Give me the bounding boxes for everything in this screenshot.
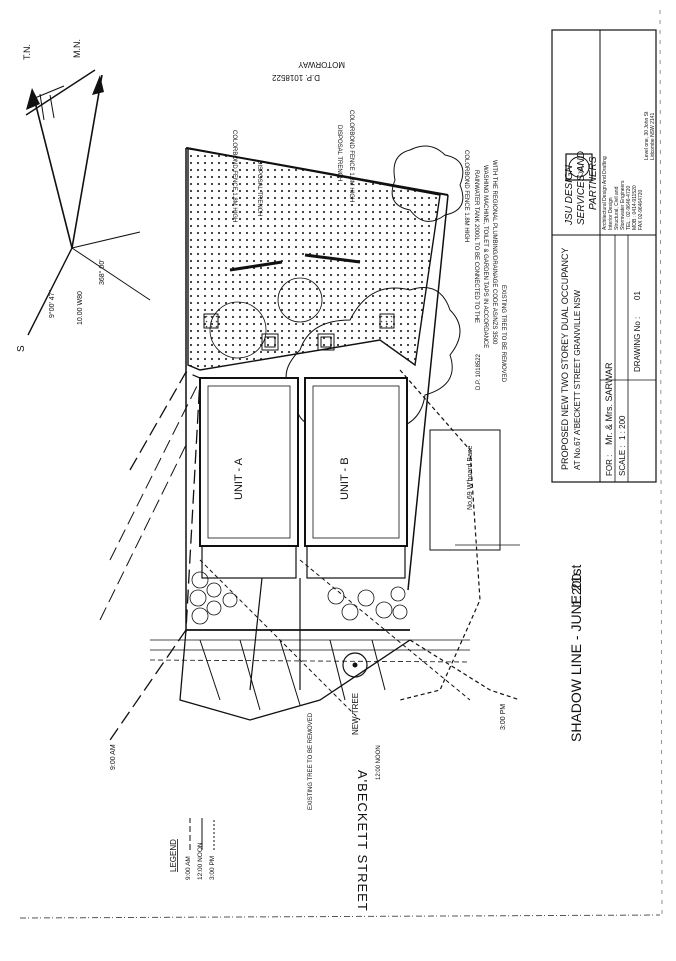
- neighbour-label: No.69 W'board Base: [467, 446, 474, 510]
- shadow-9am: [109, 371, 201, 741]
- street-name: A'BECKETT STREET: [355, 770, 370, 912]
- new-tree: NEW TREE: [342, 652, 368, 735]
- firm-service-3: Structural, Civil and: [614, 186, 620, 230]
- legend-item-noon: 12:00 NOON: [197, 842, 204, 880]
- firm-logo-icon: JSU: [565, 153, 593, 181]
- bearing-3: 368° 00': [98, 259, 106, 285]
- trench-note-1: DISPOSAL TRENCH: [256, 160, 262, 216]
- legend-item-9am: 9:00 AM: [185, 856, 192, 880]
- client-name: Mr. & Mrs. SARWAR: [604, 362, 614, 445]
- shadow-noon: [179, 629, 411, 721]
- shadow-lines: [99, 369, 521, 741]
- firm-fax: FAX 02-96464720: [638, 189, 644, 230]
- firm-service-4: Stormwater Engineers: [620, 180, 626, 230]
- unit-b-label: UNIT - B: [339, 457, 351, 500]
- rainwater-note-3: WITH THE REGIONAL PLUMBING/DRAINAGE CODE…: [491, 160, 497, 345]
- lot-motorway: MOTORWAY: [298, 60, 345, 69]
- shadow-title: SHADOW LINE - JUNE 21st 1:200: [568, 565, 584, 742]
- true-north-label: T.N.: [22, 44, 32, 60]
- firm-address-1: Level one, 30 John St: [644, 111, 650, 160]
- tree-remove-note-right: EXISTING TREE TO BE REMOVED: [500, 285, 506, 383]
- scale-value: 1 : 200: [618, 415, 627, 440]
- shadow-3pm: [409, 639, 521, 701]
- noon-note: 12:00 NOON: [376, 745, 382, 780]
- unit-a-label: UNIT - A: [233, 457, 245, 500]
- shadow-title-text: SHADOW LINE - JUNE 21st: [568, 565, 584, 742]
- sun-900-label: 9:00 AM: [110, 744, 117, 770]
- legend-item-3pm: 3:00 PM: [209, 856, 216, 880]
- firm-service-1: Architectural Design And Drafting: [602, 156, 608, 230]
- for-label: FOR :: [605, 455, 614, 476]
- unit-a-footprint: [199, 377, 299, 547]
- south-label: S: [16, 345, 27, 352]
- fence-note-3: COLORBOND FENCE 1.8M HIGH: [463, 150, 469, 242]
- title-block: PROPOSED NEW TWO STOREY DUAL OCCUPANCY A…: [551, 29, 657, 483]
- new-tree-label: NEW TREE: [351, 693, 360, 735]
- rainwater-note-2: WASHING MACHINE, TOILET & GARDEN TAPS IN…: [482, 165, 488, 348]
- lot-dp-number: D.P. 1018522: [272, 73, 320, 82]
- legend-heading: LEGEND: [169, 839, 178, 872]
- fence-note-2: COLORBOND FENCE 1.8M HIGH: [348, 110, 354, 202]
- scale-label: SCALE :: [618, 445, 627, 476]
- project-line-2: AT No.67 A'BECKETT STREET GRANVILLE NSW: [573, 289, 582, 470]
- annotations: COLORBOND FENCE 1.8M HIGH DISPOSAL TRENC…: [110, 110, 507, 810]
- firm-mob: MOB : 0414-911520: [632, 185, 638, 230]
- rainwater-note-1: RAINWATER TANK 2000L TO BE CONNECTED TO …: [473, 170, 479, 323]
- fence-note-1: COLORBOND FENCE 1.8M HIGH: [231, 130, 237, 222]
- unit-b-footprint: [304, 377, 408, 547]
- true-north-arrow-icon: [26, 88, 40, 110]
- bearing-2: 10.00 W80: [77, 291, 84, 325]
- tree-remove-note-left: EXISTING TREE TO BE REMOVED: [308, 712, 314, 810]
- rear-yard: [187, 147, 441, 371]
- drawing-label: DRAWING No :: [633, 317, 642, 372]
- north-point: T.N. M.N. S 9°00' 47" 10.00 W80 368° 00': [16, 39, 151, 352]
- firm-tel: TEL : 02-9646-4720: [626, 185, 632, 230]
- logo-text: JSU: [579, 164, 585, 175]
- firm-name-1: JSU DESIGN: [564, 164, 575, 226]
- sun-300-label: 3:00 PM: [500, 704, 507, 730]
- drawing-number: 01: [633, 291, 642, 300]
- magnetic-north-arrow-icon: [92, 75, 104, 95]
- dp-side-label: D.P. 1018522: [476, 353, 482, 390]
- bearing-1: 9°00' 47": [48, 289, 56, 318]
- firm-service-2: Interior Design: [608, 197, 614, 230]
- project-line-1: PROPOSED NEW TWO STOREY DUAL OCCUPANCY: [560, 247, 570, 470]
- firm-name-2: SERVICES AND: [576, 151, 587, 225]
- magnetic-north-label: M.N.: [72, 39, 82, 58]
- firm-address-2: Lidcombe NSW 2141: [650, 113, 656, 160]
- site-plan: UNIT - A UNIT - B No.69 W'board Base D.P…: [149, 145, 520, 691]
- trench-note-2: DISPOSAL TRENCH: [336, 125, 342, 181]
- firm-name-3: PARTNERS: [588, 156, 599, 210]
- lot-label: D.P. 1018522 MOTORWAY: [272, 60, 345, 82]
- legend: LEGEND 9:00 AM 12:00 NOON 3:00 PM: [169, 818, 216, 880]
- shadow-title-scale: 1:200: [569, 573, 584, 606]
